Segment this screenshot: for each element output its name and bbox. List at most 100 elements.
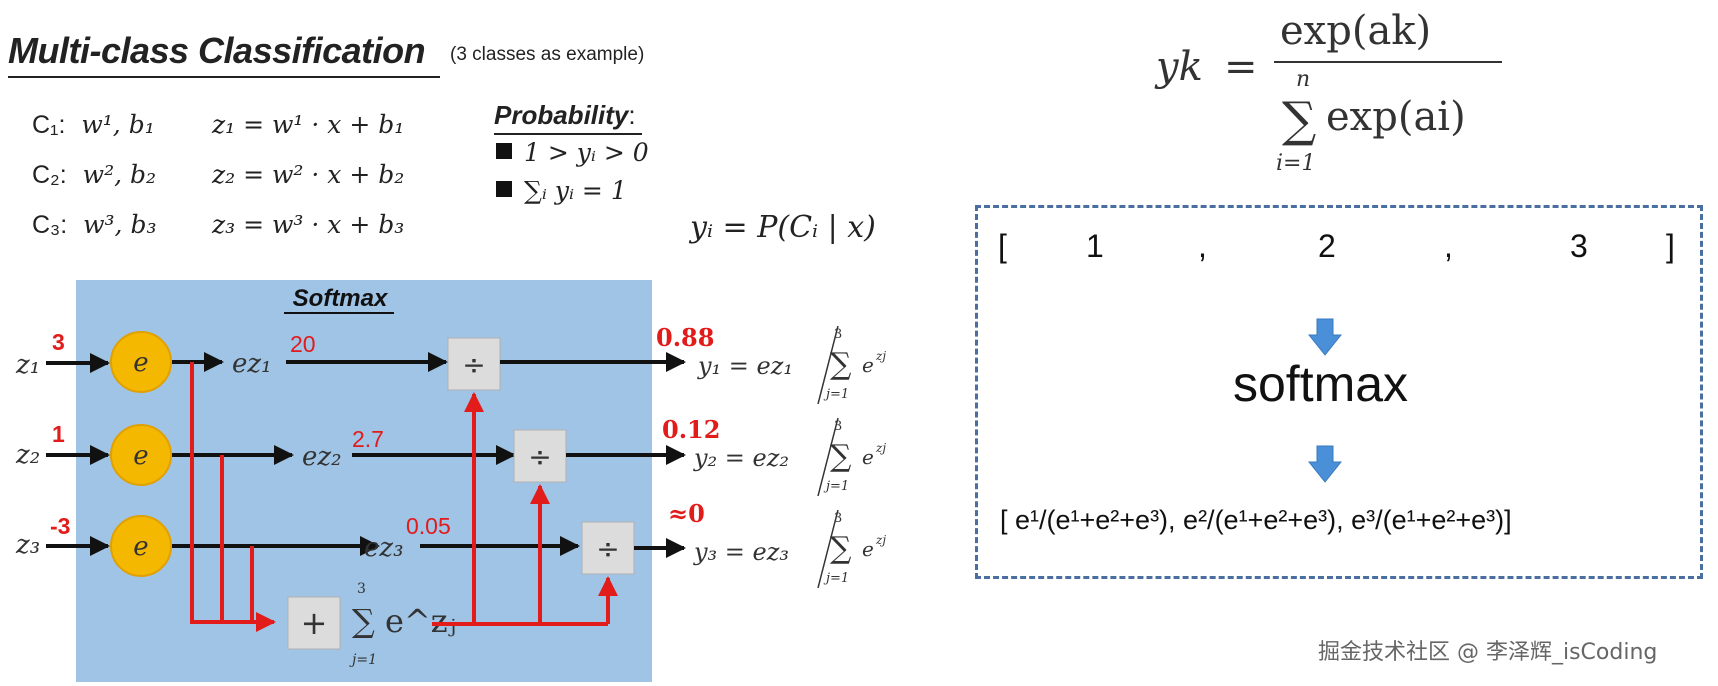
output-formula-1: y₁ = ez₁ — [697, 352, 793, 380]
softmax-result: [ e¹/(e¹+e²+e³), e²/(e¹+e²+e³), e³/(e¹+e… — [1000, 505, 1512, 535]
vector-separator-2: , — [1444, 228, 1453, 264]
vector-separator-1: , — [1198, 228, 1207, 264]
bullet-icon — [496, 181, 512, 197]
sum-lower-bound: j=1 — [349, 652, 377, 668]
class-equation-2: z₂ = w² · x + b₂ — [212, 160, 405, 189]
class-name: C₂: — [32, 161, 67, 189]
page-title: Multi-class Classification — [8, 30, 426, 71]
divide-symbol: ÷ — [596, 532, 619, 565]
softmax-label: softmax — [1233, 356, 1409, 412]
output-sum-upper: 3 — [834, 511, 842, 526]
output-sum-term: e — [862, 537, 874, 561]
vector-value-2: 2 — [1318, 228, 1336, 264]
exp-node-label: e — [133, 441, 148, 471]
softmax-formula: yk = exp(ak) n ∑ exp(ai) i=1 — [1154, 8, 1502, 176]
output-sum-lower: j=1 — [823, 479, 849, 494]
divide-box-2 — [513, 429, 567, 483]
formula-denominator: exp(ai) — [1326, 94, 1466, 140]
exp-node-label: e — [133, 348, 148, 378]
plus-symbol: + — [301, 604, 328, 642]
vector-value-3: 3 — [1570, 228, 1588, 264]
input-z1: z₁ — [15, 350, 40, 380]
output-sum-symbol: ∑ — [830, 531, 852, 566]
probability-title-text: Probability — [494, 100, 629, 130]
input-z3: z₃ — [15, 530, 40, 560]
rule-text: 1 > yᵢ > 0 — [524, 138, 649, 167]
title-underline — [8, 76, 440, 78]
formula-upper-bound: n — [1296, 67, 1310, 92]
output-sum-symbol: ∑ — [830, 439, 852, 474]
conditional-probability: yᵢ = P(Cᵢ | x) — [690, 210, 876, 245]
class-row-3: C₃: w³, b₃ — [32, 210, 156, 240]
exp-label-3: ez₃ — [364, 533, 404, 563]
output-sum-lower: j=1 — [823, 571, 849, 586]
class-params: w², b₂ — [82, 160, 157, 189]
subtitle: (3 classes as example) — [450, 44, 645, 65]
class-name: C₁: — [32, 111, 66, 139]
sum-box — [287, 596, 341, 650]
output-sum-exp: zj — [875, 533, 886, 547]
output-sum-symbol: ∑ — [830, 347, 852, 382]
exp-node-label: e — [133, 532, 148, 562]
output-sum-upper: 3 — [834, 419, 842, 434]
sum-label: ∑ e^zⱼ — [352, 602, 456, 640]
rule-text: ∑ᵢ yᵢ = 1 — [524, 176, 627, 205]
divide-symbol: ÷ — [528, 440, 551, 473]
probability-rule-1: 1 > yᵢ > 0 — [496, 138, 649, 167]
formula-numerator: exp(ak) — [1280, 8, 1431, 54]
down-arrow-icon — [1308, 445, 1342, 483]
exp-node-3 — [110, 515, 172, 577]
vector-value-1: 1 — [1086, 228, 1104, 264]
probability-title: Probability: — [494, 100, 636, 131]
exp-value-3: 0.05 — [406, 513, 451, 539]
watermark: 掘金技术社区 @ 李泽辉_isCoding — [1318, 640, 1658, 665]
exp-value-2: 2.7 — [352, 426, 384, 452]
formula-equals: = — [1224, 44, 1258, 90]
output-sum-exp: zj — [875, 441, 886, 455]
formula-sum-symbol: ∑ — [1282, 92, 1316, 148]
exp-label-2: ez₂ — [302, 442, 342, 472]
red-branch-1 — [190, 362, 276, 632]
class-equation-3: z₃ = w³ · x + b₃ — [212, 210, 405, 239]
output-value-3: ≈0 — [668, 499, 705, 528]
bullet-icon — [496, 143, 512, 159]
class-row-1: C₁: w¹, b₁ — [32, 110, 155, 140]
output-value-2: 0.12 — [662, 415, 720, 444]
exp-label-1: ez₁ — [232, 349, 272, 379]
output-sum-term: e — [862, 445, 874, 469]
vector-open-bracket: [ — [998, 228, 1007, 264]
divide-box-1 — [447, 337, 501, 391]
divide-box-3 — [581, 521, 635, 575]
output-value-1: 0.88 — [656, 323, 714, 352]
exp-value-1: 20 — [290, 331, 316, 357]
softmax-example-box — [975, 205, 1703, 579]
class-equation-1: z₁ = w¹ · x + b₁ — [212, 110, 405, 139]
output-formula-2: y₂ = ez₂ — [693, 444, 789, 472]
output-slash-2 — [817, 417, 839, 497]
class-row-2: C₂: w², b₂ — [32, 160, 156, 190]
exp-node-1 — [110, 331, 172, 393]
probability-colon: : — [628, 100, 636, 130]
class-params: w³, b₃ — [83, 210, 157, 239]
output-sum-exp: zj — [875, 349, 886, 363]
softmax-box-label: Softmax — [293, 285, 389, 312]
formula-lower-bound: i=1 — [1276, 151, 1315, 176]
output-slash-1 — [817, 325, 839, 405]
output-slash-3 — [817, 509, 839, 589]
exp-node-2 — [110, 424, 172, 486]
output-formula-3: y₃ = ez₃ — [693, 538, 789, 566]
input-value-3: -3 — [50, 513, 70, 539]
input-value-2: 1 — [52, 421, 65, 447]
down-arrow-icon — [1308, 318, 1342, 356]
sum-upper-bound: 3 — [357, 581, 366, 597]
formula-lhs: yk — [1154, 44, 1203, 90]
softmax-diagram: Softmax z₁ z₂ z₃ 3 1 -3 e e e ez₁ ez₂ ez… — [15, 280, 886, 682]
output-sum-lower: j=1 — [823, 387, 849, 402]
output-sum-upper: 3 — [834, 327, 842, 342]
output-sum-term: e — [862, 353, 874, 377]
input-z2: z₂ — [15, 440, 40, 470]
divide-symbol: ÷ — [462, 348, 485, 381]
probability-rule-2: ∑ᵢ yᵢ = 1 — [496, 176, 627, 205]
probability-underline — [494, 133, 642, 135]
vector-close-bracket: ] — [1666, 228, 1675, 264]
